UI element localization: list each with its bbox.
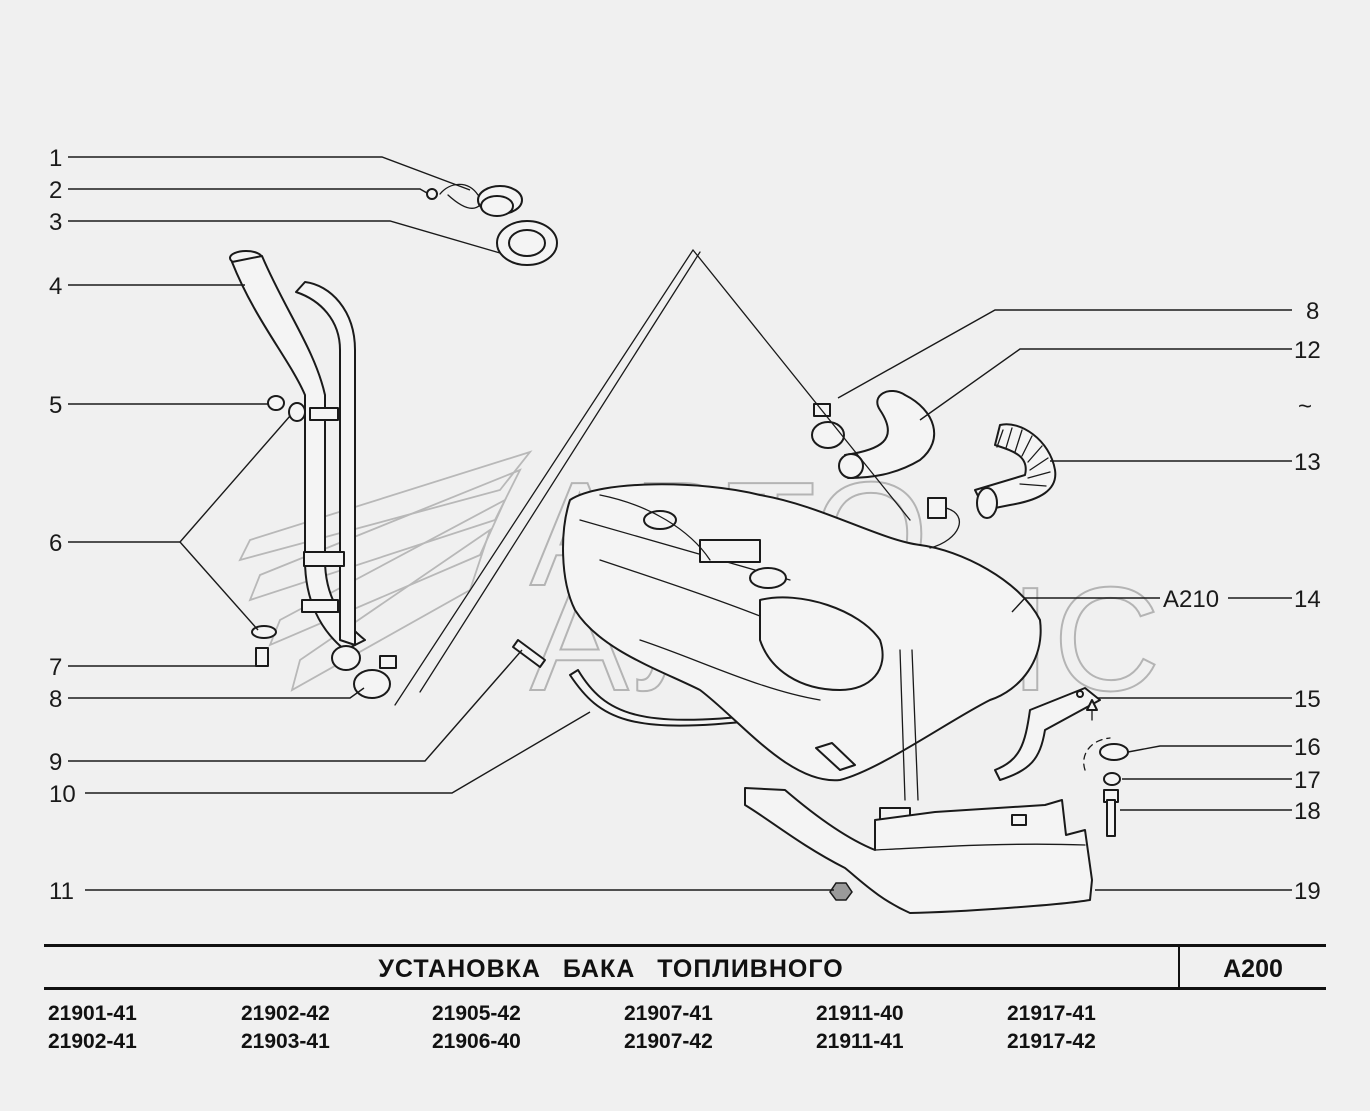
model-column: 21901-41 21902-41 (48, 1000, 228, 1056)
pin-9 (512, 639, 546, 668)
sensor-connector (927, 497, 961, 549)
callout-12: 12 (1294, 337, 1321, 364)
bolt-7 (255, 647, 269, 667)
corrugated-hose-13 (974, 423, 1057, 519)
tilde-mark: ~ (1298, 393, 1312, 420)
model-code: 21917-41 (1007, 1002, 1096, 1025)
model-code: 21902-42 (241, 1002, 330, 1025)
model-code: 21906-40 (432, 1030, 521, 1053)
callout-8-right: 8 (1306, 298, 1319, 325)
fuel-tank-diagram: АВТО АЛЬЯНС (49, 145, 1321, 914)
drawing-title: УСТАНОВКА БАКА ТОПЛИВНОГО (378, 955, 844, 983)
callout-labels: 1 2 3 4 5 6 7 8 9 10 11 8 12 13 14 15 16… (49, 145, 1321, 905)
fuel-tank (562, 483, 1042, 833)
callout-10: 10 (49, 781, 76, 808)
model-code: 21907-41 (624, 1002, 713, 1025)
callout-17: 17 (1294, 767, 1321, 794)
callout-18: 18 (1294, 798, 1321, 825)
callout-7: 7 (49, 654, 62, 681)
model-code: 21902-41 (48, 1030, 137, 1053)
bolt-18 (1103, 789, 1119, 837)
nut-5 (267, 395, 285, 411)
hose-12 (838, 390, 936, 479)
callout-9: 9 (49, 749, 62, 776)
model-column: 21917-41 21917-42 (1007, 1000, 1187, 1056)
section-lines (394, 249, 911, 706)
callout-4: 4 (49, 273, 62, 300)
callout-8-left: 8 (49, 686, 62, 713)
model-code: 21911-41 (816, 1030, 904, 1053)
mount-arrow (1083, 699, 1111, 771)
callout-1: 1 (49, 145, 62, 172)
model-code: 21911-40 (816, 1002, 904, 1025)
callout-3: 3 (49, 209, 62, 236)
filler-cap (439, 183, 523, 217)
hose-clamp-left (353, 655, 397, 699)
model-code: 21903-41 (241, 1030, 330, 1053)
heat-shield-19 (744, 787, 1093, 914)
callout-16: 16 (1294, 734, 1321, 761)
model-column: 21902-42 21903-41 (241, 1000, 421, 1056)
model-column: 21911-40 21911-41 (816, 1000, 996, 1056)
nut-11 (829, 882, 853, 901)
bracket-15 (994, 687, 1101, 781)
washer-16 (1099, 743, 1129, 761)
model-column: 21907-41 21907-42 (624, 1000, 804, 1056)
model-code: 21901-41 (48, 1002, 137, 1025)
seal-ring (496, 220, 558, 266)
callout-11: 11 (49, 878, 74, 905)
callout-2: 2 (49, 177, 62, 204)
callout-19: 19 (1294, 878, 1321, 905)
callout-13: 13 (1294, 449, 1321, 476)
title-divider (1178, 947, 1180, 987)
title-block: УСТАНОВКА БАКА ТОПЛИВНОГО A200 (44, 944, 1326, 990)
model-code: 21917-42 (1007, 1030, 1096, 1053)
leader-lines (68, 156, 1292, 891)
nut-17 (1103, 772, 1121, 786)
model-code: 21905-42 (432, 1002, 521, 1025)
sheet-code: A200 (1223, 955, 1283, 983)
callout-15: 15 (1294, 686, 1321, 713)
callout-14: 14 (1294, 586, 1321, 613)
model-column: 21905-42 21906-40 (432, 1000, 612, 1056)
nut-small (426, 188, 481, 209)
hose-clamp-right (811, 403, 845, 449)
model-code: 21907-42 (624, 1030, 713, 1053)
model-list: 21901-41 21902-41 21902-42 21903-41 2190… (44, 1000, 1326, 1064)
callout-6: 6 (49, 530, 62, 557)
washer-6 (251, 402, 306, 639)
callout-5: 5 (49, 392, 62, 419)
filler-pipe (229, 250, 366, 671)
reference-label: A210 (1163, 586, 1219, 613)
